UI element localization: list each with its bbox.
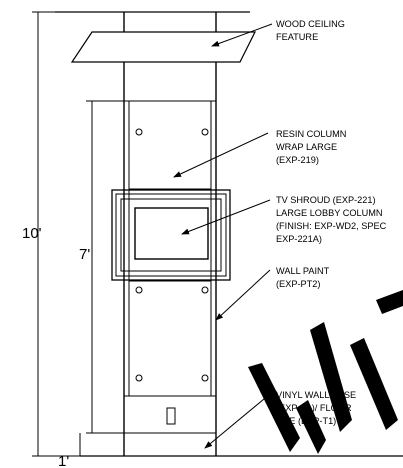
leader-lines [173, 23, 273, 449]
shroud-height-label: 7' [79, 246, 90, 263]
fastener [201, 128, 209, 136]
electrical-outlet [166, 407, 176, 425]
wrap-left-rail [123, 100, 130, 397]
callout-line: (EXP-219) [276, 155, 319, 165]
callout-line: WOOD CEILING [276, 19, 345, 29]
wall-base-leader [204, 393, 271, 449]
callout-line: (FINISH: EXP-WD2, SPEC [276, 221, 387, 231]
fastener [201, 286, 209, 294]
shroud-outer-frame [111, 189, 231, 281]
column-base [80, 407, 403, 457]
shroud-middle-frame [115, 193, 227, 277]
watermark-stroke [296, 400, 326, 454]
wall-paint-leader [215, 269, 271, 321]
callout-resin-wrap: RESIN COLUMN WRAP LARGE (EXP-219) [276, 129, 346, 165]
callout-line: (EXP-B1)/ FLOOR [276, 403, 352, 413]
callout-line: TV SHROUD (EXP-221) [276, 195, 376, 205]
watermark-stroke [248, 363, 300, 452]
fastener [135, 286, 143, 294]
wrap-right-rail [210, 100, 217, 397]
tv-shroud [111, 189, 231, 281]
callout-line: VINYL WALL BASE [276, 390, 356, 400]
upper-wrap-panel [128, 100, 212, 190]
callout-line: WALL PAINT [276, 266, 330, 276]
watermark-stroke [310, 322, 352, 432]
resin-wrap-leader [173, 132, 269, 178]
tv-screen [134, 207, 209, 260]
callout-line: EXP-221A) [276, 234, 322, 244]
overall-height-label: 10' [22, 225, 42, 242]
callout-wall-paint: WALL PAINT (EXP-PT2) [276, 266, 330, 289]
callout-tv-shroud: TV SHROUD (EXP-221) LARGE LOBBY COLUMN (… [276, 195, 387, 244]
watermark-stroke [376, 290, 403, 314]
watermark-stroke [350, 338, 398, 430]
callout-ceiling: WOOD CEILING FEATURE [276, 19, 345, 42]
callout-line: LARGE LOBBY COLUMN [276, 208, 383, 218]
ceiling-feature-slab [70, 31, 256, 63]
callout-line: FEATURE [276, 32, 318, 42]
watermark [248, 290, 403, 454]
callout-line: WRAP LARGE [276, 142, 337, 152]
fastener [135, 374, 143, 382]
dimension-lines [32, 11, 124, 457]
shroud-inner-frame [120, 198, 222, 272]
column-body [123, 12, 217, 456]
wood-ceiling-feature [70, 31, 256, 63]
base-offset-label: 1' [58, 453, 69, 468]
wrap-fasteners [135, 128, 209, 382]
callout-line: RESIN COLUMN [276, 129, 346, 139]
fastener [201, 374, 209, 382]
resin-column-wrap [123, 100, 217, 397]
ceiling-leader [211, 23, 273, 47]
tv-shroud-leader [181, 199, 271, 235]
callout-line: (EXP-PT2) [276, 279, 320, 289]
fastener [135, 128, 143, 136]
